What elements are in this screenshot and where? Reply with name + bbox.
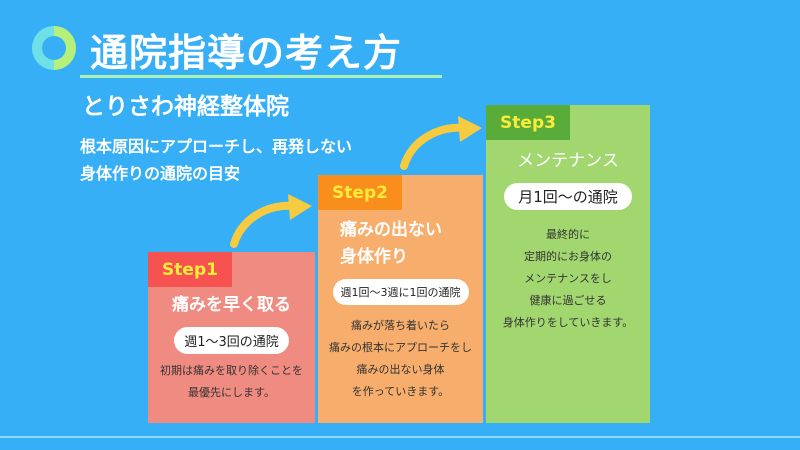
- frequency-badge: 月1回〜の通院: [504, 183, 632, 210]
- step-tab: Step1: [148, 252, 232, 287]
- arrow-icon: [230, 194, 312, 248]
- desc-line: を作っていきます。: [351, 385, 450, 398]
- subtitle-line: 身体作りの通院の目安: [80, 164, 241, 183]
- desc-line: 痛みの根本にアプローチをし: [329, 341, 472, 354]
- step-heading: 痛みの出ない: [340, 220, 442, 240]
- bottom-divider: [0, 436, 800, 438]
- subtitle: 根本原因にアプローチし、再発しない 身体作りの通院の目安: [80, 133, 352, 187]
- page-title: 通院指導の考え方: [90, 31, 403, 75]
- ring-icon: [32, 26, 76, 70]
- step-tab: Step3: [486, 105, 570, 140]
- step1-card: Step1 痛みを早く取る 週1〜3回の通院 初期は痛みを取り除くことを 最優先…: [148, 252, 315, 423]
- title-underline: [80, 75, 442, 78]
- frequency-badge: 週1回〜3週に1回の通院: [332, 279, 469, 305]
- desc-line: 健康に過ごせる: [529, 294, 607, 307]
- step2-card: Step2 痛みの出ない 身体作り 週1回〜3週に1回の通院 痛みが落ち着いたら…: [318, 175, 483, 423]
- step-tab: Step2: [318, 175, 402, 210]
- desc-line: 痛みの出ない身体: [356, 363, 445, 376]
- frequency-badge: 週1〜3回の通院: [174, 327, 289, 354]
- desc-line: 定期的にお身体の: [524, 250, 612, 263]
- desc-line: 最優先にします。: [188, 386, 275, 399]
- step-heading: 身体作り: [340, 247, 408, 267]
- desc-line: 最終的に: [546, 228, 590, 241]
- step-heading: メンテナンス: [517, 151, 619, 171]
- step-heading: 痛みを早く取る: [172, 295, 291, 315]
- desc-line: 痛みが落ち着いたら: [351, 319, 450, 332]
- subtitle-line: 根本原因にアプローチし、再発しない: [80, 137, 353, 156]
- arrow-icon: [400, 116, 482, 170]
- desc-line: 身体作りをしていきます。: [502, 316, 634, 329]
- step3-card: Step3 メンテナンス 月1回〜の通院 最終的に 定期的にお身体の メンテナン…: [486, 105, 650, 423]
- desc-line: メンテナンスをし: [524, 272, 612, 285]
- clinic-name: とりさわ神経整体院: [82, 94, 289, 120]
- desc-line: 初期は痛みを取り除くことを: [160, 364, 303, 377]
